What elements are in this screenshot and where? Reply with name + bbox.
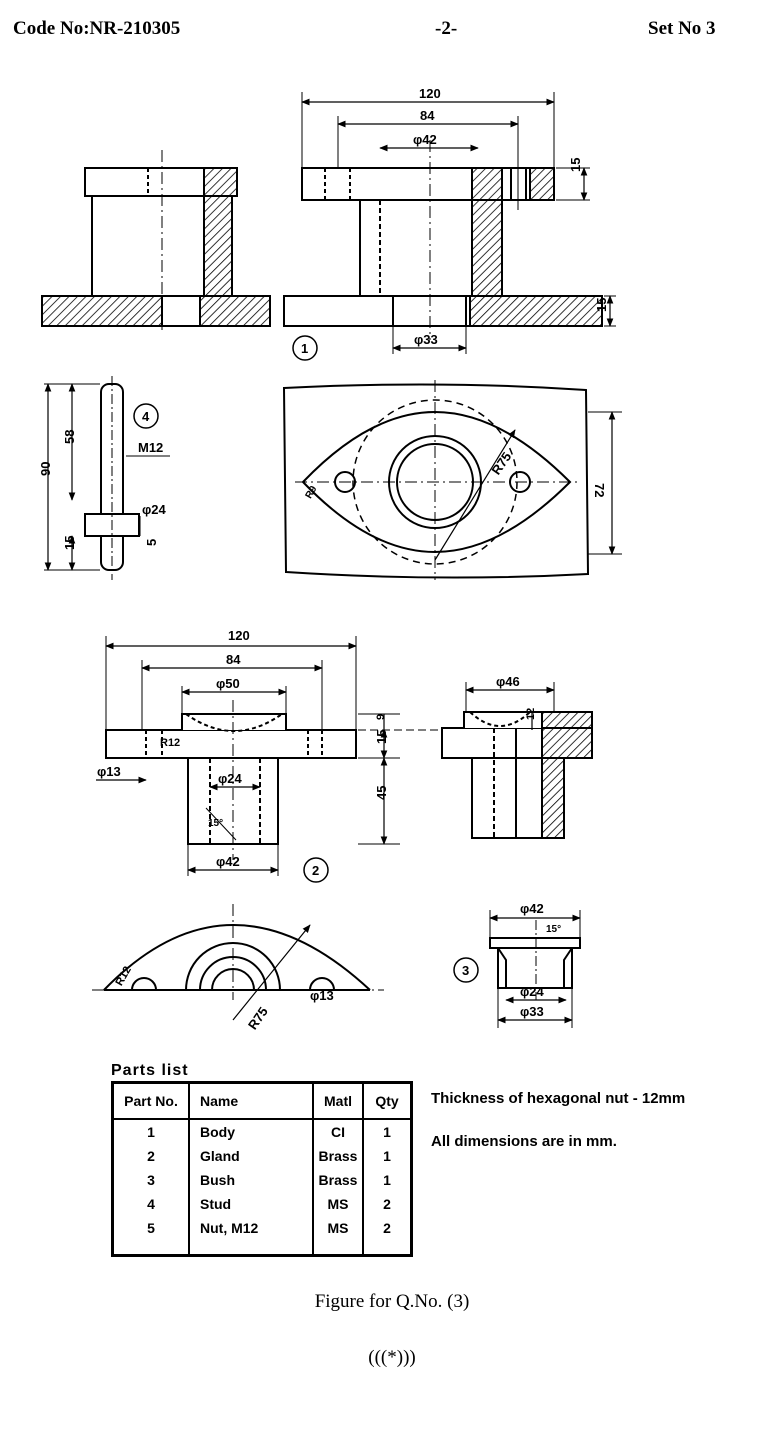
dim-label: 58 xyxy=(62,430,77,444)
table-cell: Brass xyxy=(312,1168,364,1192)
table-cell: Brass xyxy=(312,1144,364,1168)
gland-section-view xyxy=(441,682,593,839)
dim-label: 120 xyxy=(419,86,441,101)
part-number-label: 2 xyxy=(312,863,319,878)
table-cell: Body xyxy=(188,1119,314,1144)
dim-label: 12 xyxy=(525,708,537,720)
gland-elevation-view xyxy=(96,636,440,883)
table-cell: 2 xyxy=(362,1216,413,1256)
dim-label: M12 xyxy=(138,440,163,455)
dim-label: 120 xyxy=(228,628,250,643)
table-row: 1 Body CI 1 xyxy=(111,1119,413,1144)
note-nut-thickness: Thickness of hexagonal nut - 12mm xyxy=(431,1090,686,1107)
table-cell: 1 xyxy=(111,1119,190,1144)
body-plan-view xyxy=(282,380,622,580)
dim-label: φ50 xyxy=(216,676,240,691)
table-cell: Stud xyxy=(188,1192,314,1216)
dim-label: 15° xyxy=(546,924,561,935)
table-cell: Nut, M12 xyxy=(188,1216,314,1256)
note-units: All dimensions are in mm. xyxy=(431,1133,617,1150)
dim-label: R75 xyxy=(245,1004,271,1032)
parts-list-table: Part No. Name Matl Qty 1 Body CI 1 2 Gla… xyxy=(111,1081,413,1257)
end-mark: (((*))) xyxy=(368,1347,416,1368)
dim-label: 15 xyxy=(374,730,389,744)
table-cell: 3 xyxy=(111,1168,190,1192)
dim-label: φ33 xyxy=(520,1004,544,1019)
dim-label: φ13 xyxy=(97,764,121,779)
table-cell: 1 xyxy=(362,1119,413,1144)
code-number: Code No:NR-210305 xyxy=(13,18,181,39)
table-cell: Gland xyxy=(188,1144,314,1168)
dim-label: 15 xyxy=(62,536,77,550)
table-cell: 1 xyxy=(362,1144,413,1168)
column-header: Name xyxy=(188,1081,314,1120)
table-row: 3 Bush Brass 1 xyxy=(111,1168,413,1192)
dim-label: 9 xyxy=(375,714,387,720)
table-row: 5 Nut, M12 MS 2 xyxy=(111,1216,413,1256)
dim-label: φ42 xyxy=(216,854,240,869)
table-cell: Bush xyxy=(188,1168,314,1192)
dim-label: 84 xyxy=(420,108,435,123)
set-number: Set No 3 xyxy=(648,18,716,39)
body-side-view xyxy=(41,150,271,330)
dim-label: φ33 xyxy=(414,332,438,347)
table-cell: 5 xyxy=(111,1216,190,1256)
dim-label: φ46 xyxy=(496,674,520,689)
table-cell: CI xyxy=(312,1119,364,1144)
part-number-label: 4 xyxy=(142,409,150,424)
dim-label: 72 xyxy=(592,483,607,497)
body-section-view xyxy=(283,92,616,361)
table-row: 2 Gland Brass 1 xyxy=(111,1144,413,1168)
dim-label: 90 xyxy=(38,462,53,476)
table-cell: 2 xyxy=(111,1144,190,1168)
column-header: Part No. xyxy=(111,1081,190,1120)
dim-label: φ42 xyxy=(520,901,544,916)
table-row: 4 Stud MS 2 xyxy=(111,1192,413,1216)
bush-view xyxy=(453,910,581,1028)
figure-caption: Figure for Q.No. (3) xyxy=(314,1291,470,1312)
dim-label: 15 xyxy=(594,298,609,312)
dim-label: φ24 xyxy=(142,502,167,517)
table-cell: MS xyxy=(312,1192,364,1216)
table-cell: 1 xyxy=(362,1168,413,1192)
dim-label: 5 xyxy=(144,539,159,546)
column-header: Matl xyxy=(312,1081,364,1120)
table-cell: MS xyxy=(312,1216,364,1256)
page-number: -2- xyxy=(435,18,458,39)
dim-label: 45 xyxy=(374,786,389,800)
part-number-label: 3 xyxy=(462,963,469,978)
gland-plan-view xyxy=(92,904,384,1021)
table-cell: 4 xyxy=(111,1192,190,1216)
dim-label: 15° xyxy=(208,818,223,829)
dim-label: φ24 xyxy=(218,771,243,786)
dim-label: φ42 xyxy=(413,132,437,147)
table-header-row: Part No. Name Matl Qty xyxy=(111,1081,413,1120)
parts-list-title: Parts list xyxy=(111,1062,189,1079)
stud-view xyxy=(44,376,170,580)
dim-label: φ24 xyxy=(520,984,545,999)
dim-label: R12 xyxy=(160,737,180,749)
table-cell: 2 xyxy=(362,1192,413,1216)
part-number-label: 1 xyxy=(301,341,308,356)
dim-label: φ13 xyxy=(310,988,334,1003)
column-header: Qty xyxy=(362,1081,413,1120)
dim-label: 84 xyxy=(226,652,241,667)
dim-label: 15 xyxy=(568,158,583,172)
